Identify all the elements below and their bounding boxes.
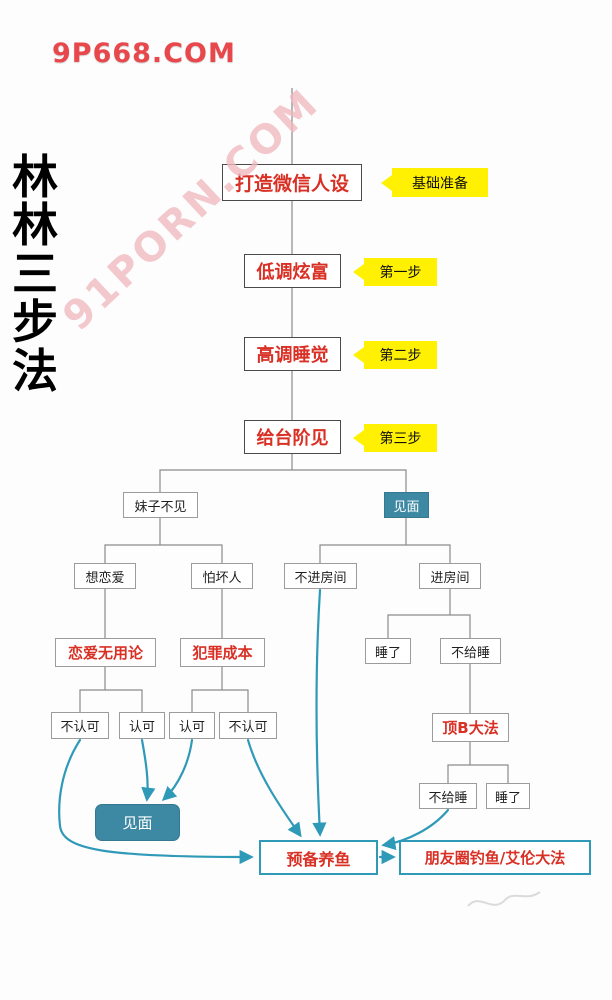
node-step-2: 低调炫富: [244, 254, 341, 288]
side-title-char: 三: [12, 246, 58, 301]
pen-squiggle: [467, 891, 541, 907]
arrow-agree-b-to-meet: [161, 738, 194, 801]
tree-wires: [79, 88, 509, 783]
node-step-3: 高调睡觉: [244, 337, 341, 371]
node-crime-cost: 犯罪成本: [180, 638, 265, 667]
arrow-agree-a-to-meet: [140, 738, 156, 802]
node-disagree-b: 不认可: [219, 712, 277, 739]
node-agree-b: 认可: [169, 712, 215, 739]
node-want-love: 想恋爱: [74, 563, 136, 589]
node-step-1: 打造微信人设: [222, 164, 362, 201]
node-not-give-sleep-2: 不给睡: [419, 783, 477, 809]
brand-watermark: 9P668.COM: [52, 38, 236, 69]
side-title-char: 林: [12, 150, 58, 204]
node-moments-fishing: 朋友圈钓鱼/艾伦大法: [399, 840, 591, 875]
arrow-disagree-b-to-prepare-fish: [246, 738, 302, 838]
tag-step-4: 第三步: [364, 424, 437, 452]
node-no-meet: 妹子不见: [123, 492, 198, 518]
node-not-give-sleep: 不给睡: [440, 638, 501, 664]
node-not-enter-room: 不进房间: [284, 563, 357, 589]
node-meet-bottom: 见面: [95, 804, 180, 841]
arrow-not-give-sleep2-to-prepare-fish: [381, 808, 450, 851]
side-title-char: 步: [12, 295, 58, 350]
tag-step-3: 第二步: [364, 341, 437, 369]
node-prepare-fish: 预备养鱼: [259, 840, 378, 875]
node-disagree-a: 不认可: [51, 712, 109, 739]
arrow-not-enter-room-to-prepare-fish: [312, 588, 327, 837]
node-ding-b-method: 顶B大法: [432, 713, 509, 742]
side-title-char: 法: [12, 343, 58, 398]
node-agree-a: 认可: [119, 712, 165, 739]
tag-step-2: 第一步: [364, 258, 437, 286]
node-step-4: 给台阶见: [244, 420, 341, 454]
node-love-useless-theory: 恋爱无用论: [55, 638, 156, 667]
arrow-disagree-left-to-prepare-fish: [58, 738, 254, 865]
side-title-char: 林: [12, 198, 58, 253]
node-fear-bad-person: 怕坏人: [191, 563, 253, 589]
node-slept: 睡了: [365, 638, 411, 664]
node-enter-room: 进房间: [419, 563, 481, 589]
node-slept-2: 睡了: [486, 783, 530, 809]
side-title: 林 林 三 步 法: [12, 150, 58, 398]
tag-step-1: 基础准备: [392, 168, 488, 197]
node-meet-top: 见面: [384, 492, 429, 518]
